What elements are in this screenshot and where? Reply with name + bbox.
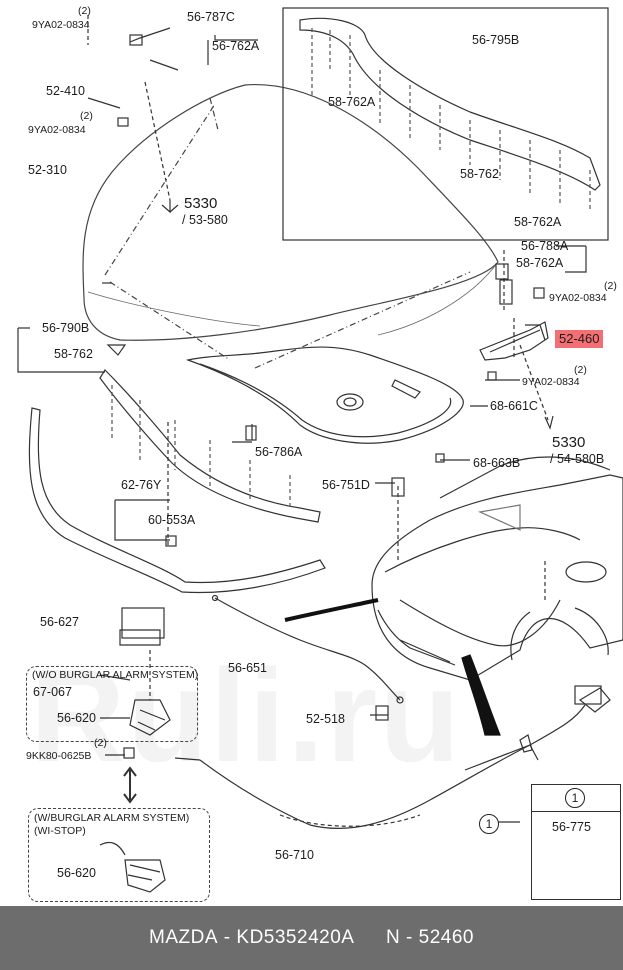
legend-number: 1: [565, 788, 585, 808]
label-56-787c: 56-787C: [187, 10, 235, 24]
label-68-661c: 68-661C: [490, 399, 538, 413]
exploded-view-art: [17, 7, 623, 893]
label-58-762a-1: 58-762A: [328, 95, 376, 109]
label-bolt-4: 9YA02-0834: [522, 376, 580, 388]
label-62-76y: 62-76Y: [121, 478, 162, 492]
label-56-786a: 56-786A: [255, 445, 303, 459]
label-56-620-a: 56-620: [57, 711, 96, 725]
label-56-751d: 56-751D: [322, 478, 370, 492]
label-bolt-qty-1: (2): [78, 5, 91, 17]
label-56-795b: 56-795B: [472, 33, 520, 47]
w-alarm-group: [28, 808, 210, 902]
label-w-alarm: (W/BURGLAR ALARM SYSTEM): [34, 812, 190, 824]
car-front: [371, 474, 623, 681]
ref-54-580b: / 54-580B: [550, 452, 605, 466]
label-bolt-5: 9KK80-0625B: [26, 750, 92, 762]
label-56-762a: 56-762A: [212, 39, 260, 53]
label-bolt-qty-3: (2): [604, 280, 617, 292]
label-52-460-highlight: 52-460: [555, 330, 604, 348]
label-58-762: 58-762: [460, 167, 499, 181]
label-58-762a-3: 58-762A: [516, 256, 564, 270]
latch-top: [129, 699, 171, 736]
hood-release-stroke: [284, 598, 379, 622]
footer-gap: [354, 906, 366, 970]
label-bolt-2: 9YA02-0834: [28, 124, 86, 136]
label-bolt-3: 9YA02-0834: [549, 292, 607, 304]
footer-brand: MAZDA: [149, 927, 219, 948]
release-cable-651: [214, 597, 401, 701]
label-68-663b: 68-663B: [473, 456, 521, 470]
label-52-518: 52-518: [306, 712, 345, 726]
latch-bottom: [124, 859, 166, 893]
label-52-410: 52-410: [46, 84, 85, 98]
lower-seal: [28, 407, 326, 594]
wo-alarm-group: [26, 666, 198, 742]
label-wo-alarm: (W/O BURGLAR ALARM SYSTEM): [32, 669, 199, 681]
footer-sep1: -: [218, 927, 237, 948]
callout-1: 1: [479, 814, 499, 834]
label-bolt-1: 9YA02-0834: [32, 19, 90, 31]
label-bolt-qty-4: (2): [574, 364, 587, 376]
legend-part: 56-775: [552, 820, 591, 834]
label-56-788a: 56-788A: [521, 239, 569, 253]
ref-5330-bottom: 5330: [552, 434, 586, 451]
label-bolt-qty-2: (2): [80, 110, 93, 122]
front-seal: [99, 369, 321, 523]
footer-bar: MAZDA - KD5352420A N - 52460: [0, 906, 623, 970]
label-52-310: 52-310: [28, 163, 67, 177]
label-60-553a: 60-553A: [148, 513, 196, 527]
label-67-067: 67-067: [33, 685, 72, 699]
release-cable-710: [199, 704, 586, 830]
label-56-790b: 56-790B: [42, 321, 90, 335]
seal-strip-top: [299, 17, 601, 191]
ref-53-580: / 53-580: [182, 213, 228, 227]
footer-part-number: KD5352420A: [236, 927, 355, 948]
footer-n-label: N: [386, 927, 401, 948]
hood-outline: [82, 83, 499, 341]
label-56-651: 56-651: [228, 661, 267, 675]
label-56-627: 56-627: [40, 615, 79, 629]
label-56-710: 56-710: [275, 848, 314, 862]
label-wi-stop: (WI-STOP): [34, 825, 86, 837]
label-56-620-b: 56-620: [57, 866, 96, 880]
label-58-762a-2: 58-762A: [514, 215, 562, 229]
label-58-762-2: 58-762: [54, 347, 93, 361]
ref-5330-top: 5330: [184, 195, 218, 212]
hood-hinge: [479, 321, 549, 361]
footer-n-value: 52460: [418, 927, 474, 948]
hood-inner-panel: [185, 346, 464, 444]
footer-sep2: -: [400, 927, 419, 948]
label-bolt-qty-5: (2): [94, 737, 107, 749]
